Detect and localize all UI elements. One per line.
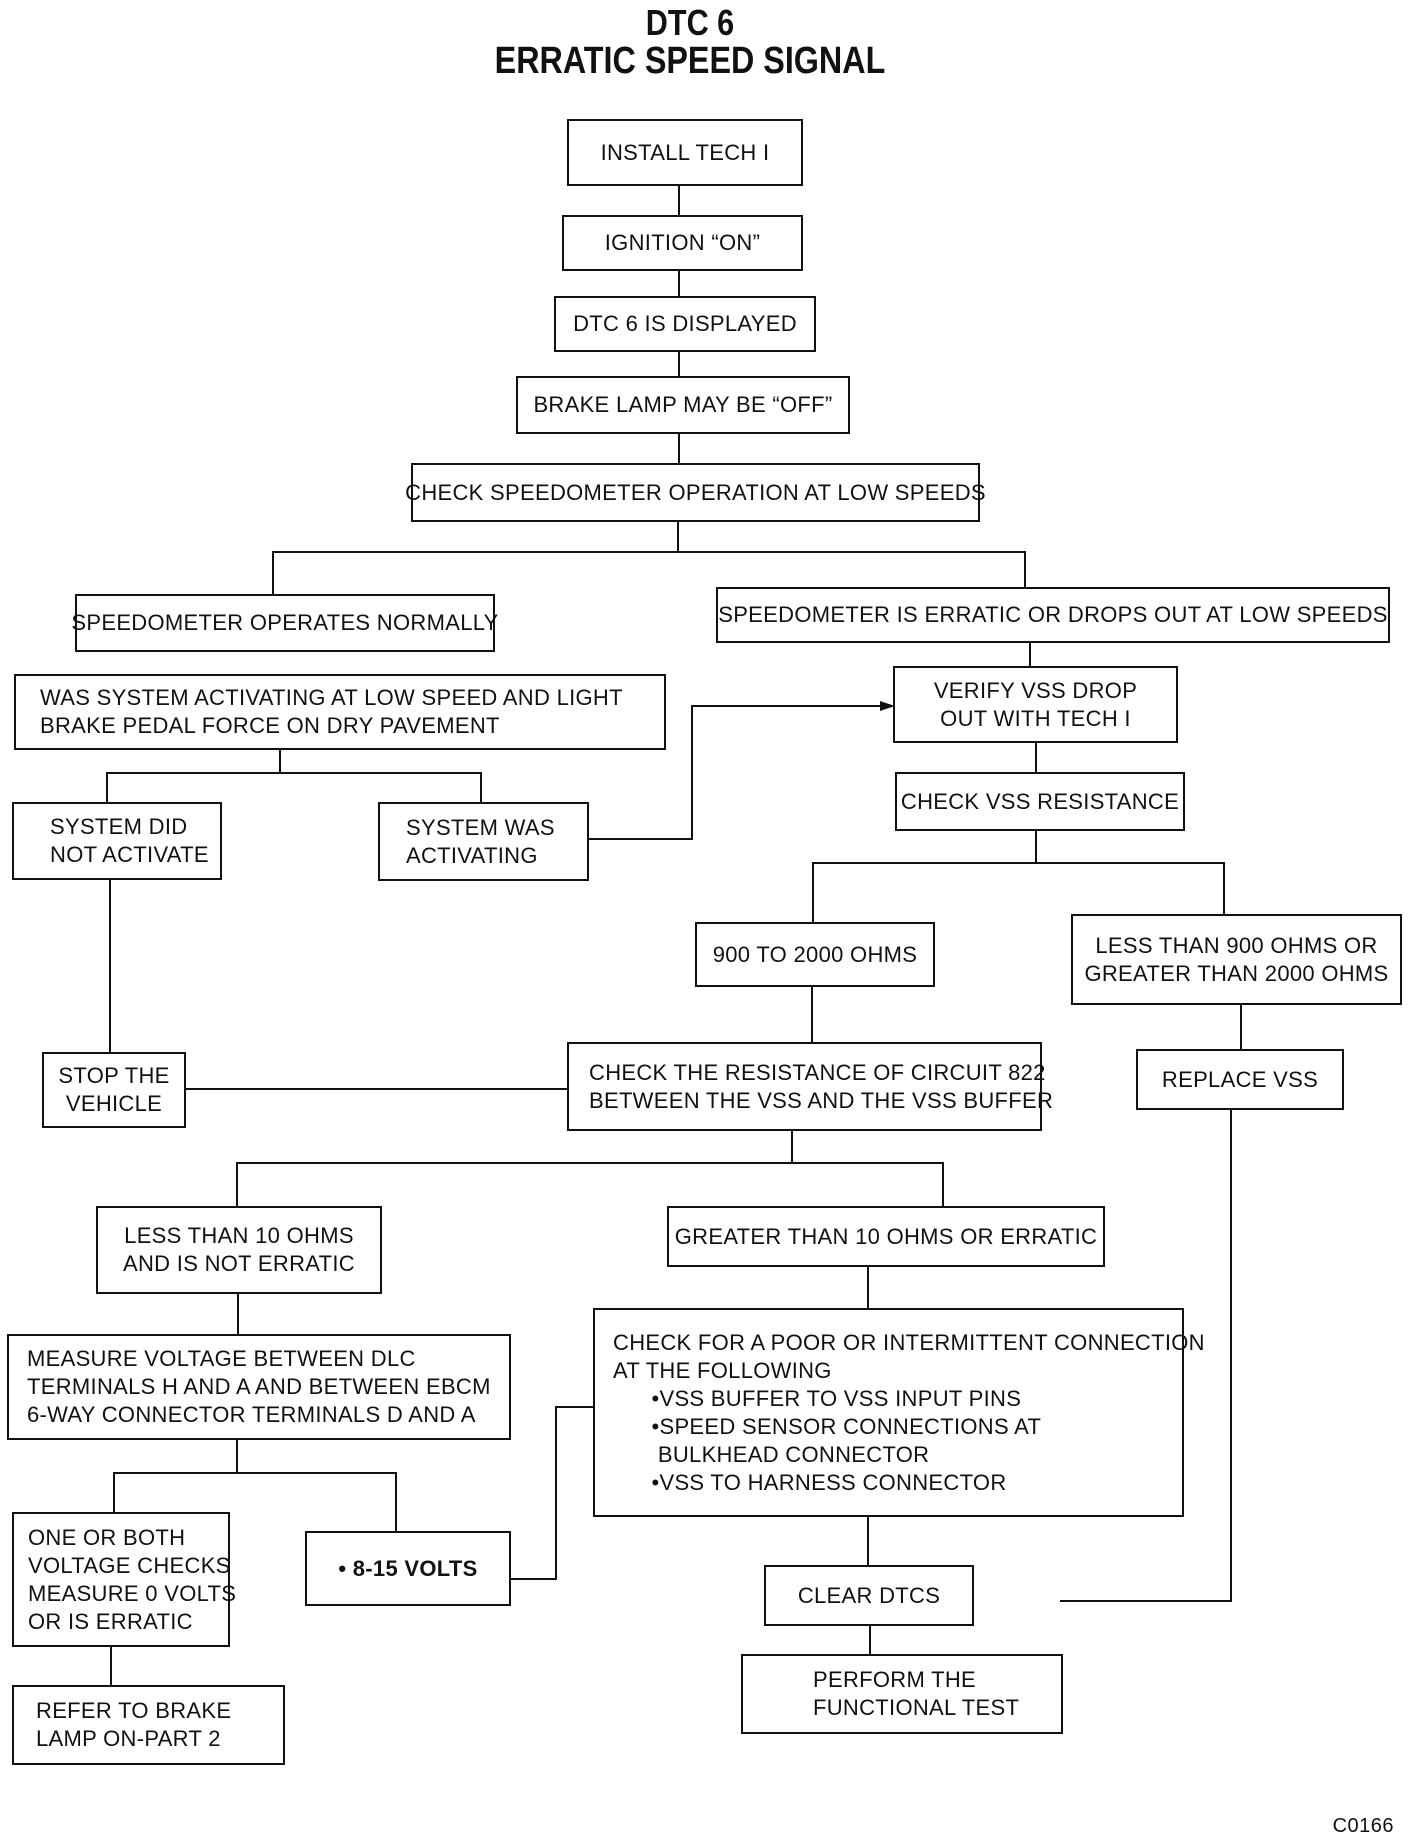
- speedometer-normal-text: SPEEDOMETER OPERATES NORMALLY: [71, 610, 499, 635]
- volts-8-15-box: • 8-15 VOLTS: [305, 1531, 511, 1606]
- clear-dtcs-text: CLEAR DTCS: [797, 1582, 941, 1608]
- verify-vss-drop-line: VERIFY VSS DROP: [933, 677, 1138, 703]
- volts-8-15-text: • 8-15 VOLTS: [338, 1555, 478, 1581]
- was-system-activating-line: WAS SYSTEM ACTIVATING AT LOW SPEED AND L…: [40, 685, 623, 710]
- brake-lamp-off-box: BRAKE LAMP MAY BE “OFF”: [516, 376, 850, 434]
- perform-functional-test-box: PERFORM THE FUNCTIONAL TEST: [741, 1654, 1063, 1734]
- one-or-both-voltage-line: VOLTAGE CHECKS: [28, 1552, 231, 1578]
- one-or-both-voltage-line: ONE OR BOTH: [28, 1524, 186, 1550]
- clear-dtcs-box: CLEAR DTCS: [764, 1565, 974, 1626]
- check-circuit-822-line: BETWEEN THE VSS AND THE VSS BUFFER: [589, 1087, 1054, 1113]
- refer-brake-lamp-line: REFER TO BRAKE: [36, 1698, 232, 1723]
- one-or-both-voltage-line: MEASURE 0 VOLTS: [28, 1580, 237, 1606]
- ignition-on-box: IGNITION “ON”: [562, 215, 803, 271]
- speedometer-normal-box: SPEEDOMETER OPERATES NORMALLY: [71, 594, 498, 652]
- ohms-out-of-range-line: LESS THAN 900 OHMS OR: [1095, 932, 1378, 958]
- was-system-activating-box: WAS SYSTEM ACTIVATING AT LOW SPEED AND L…: [14, 674, 666, 750]
- measure-voltage-box: MEASURE VOLTAGE BETWEEN DLC TERMINALS H A…: [7, 1334, 511, 1440]
- check-vss-resistance-text: CHECK VSS RESISTANCE: [900, 788, 1180, 814]
- dtc6-displayed-box: DTC 6 IS DISPLAYED: [554, 296, 816, 352]
- greater-than-10-ohms-text: GREATER THAN 10 OHMS OR ERRATIC: [674, 1223, 1098, 1249]
- check-poor-connection-line: •SPEED SENSOR CONNECTIONS AT: [613, 1413, 1042, 1439]
- system-did-not-activate-line: NOT ACTIVATE: [50, 842, 209, 867]
- refer-brake-lamp-box: REFER TO BRAKE LAMP ON-PART 2: [12, 1685, 285, 1765]
- replace-vss-box: REPLACE VSS: [1136, 1049, 1344, 1110]
- system-was-activating-line: SYSTEM WAS: [406, 814, 555, 840]
- figure-code: C0166: [1332, 1815, 1394, 1837]
- ohms-out-of-range-line: GREATER THAN 2000 OHMS: [1084, 960, 1389, 986]
- check-circuit-822-line: CHECK THE RESISTANCE OF CIRCUIT 822: [589, 1059, 1046, 1085]
- check-speedometer-text: CHECK SPEEDOMETER OPERATION AT LOW SPEED…: [405, 479, 986, 505]
- install-tech-box: INSTALL TECH I: [567, 119, 803, 186]
- less-than-10-ohms-box: LESS THAN 10 OHMS AND IS NOT ERRATIC: [96, 1206, 382, 1294]
- greater-than-10-ohms-box: GREATER THAN 10 OHMS OR ERRATIC: [667, 1206, 1105, 1267]
- less-than-10-ohms-line: LESS THAN 10 OHMS: [124, 1223, 354, 1248]
- perform-functional-test-line: PERFORM THE: [813, 1667, 977, 1692]
- install-tech-text: INSTALL TECH I: [600, 139, 770, 165]
- check-speedometer-box: CHECK SPEEDOMETER OPERATION AT LOW SPEED…: [405, 463, 986, 522]
- ohms-900-2000-box: 900 TO 2000 OHMS: [695, 922, 935, 987]
- ignition-on-text: IGNITION “ON”: [604, 230, 761, 255]
- stop-vehicle-line: STOP THE: [58, 1063, 170, 1088]
- check-poor-connection-box: CHECK FOR A POOR OR INTERMITTENT CONNECT…: [593, 1308, 1205, 1517]
- check-poor-connection-line: CHECK FOR A POOR OR INTERMITTENT CONNECT…: [613, 1329, 1205, 1355]
- system-did-not-activate-box: SYSTEM DID NOT ACTIVATE: [12, 802, 222, 880]
- one-or-both-voltage-line: OR IS ERRATIC: [28, 1608, 193, 1634]
- measure-voltage-line: MEASURE VOLTAGE BETWEEN DLC: [27, 1346, 416, 1371]
- perform-functional-test-line: FUNCTIONAL TEST: [813, 1695, 1020, 1720]
- stop-vehicle-box: STOP THE VEHICLE: [42, 1052, 186, 1128]
- stop-vehicle-line: VEHICLE: [65, 1091, 163, 1116]
- diagram-title-line2: ERRATIC SPEED SIGNAL: [494, 40, 886, 82]
- less-than-10-ohms-line: AND IS NOT ERRATIC: [123, 1251, 355, 1276]
- was-system-activating-line: BRAKE PEDAL FORCE ON DRY PAVEMENT: [40, 713, 500, 738]
- check-poor-connection-line: •VSS TO HARNESS CONNECTOR: [613, 1469, 1007, 1495]
- brake-lamp-off-text: BRAKE LAMP MAY BE “OFF”: [533, 392, 833, 417]
- check-vss-resistance-box: CHECK VSS RESISTANCE: [895, 772, 1185, 831]
- check-poor-connection-line: •VSS BUFFER TO VSS INPUT PINS: [613, 1385, 1022, 1411]
- replace-vss-text: REPLACE VSS: [1161, 1066, 1319, 1092]
- measure-voltage-line: 6-WAY CONNECTOR TERMINALS D AND A: [27, 1402, 476, 1427]
- speedometer-erratic-box: SPEEDOMETER IS ERRATIC OR DROPS OUT AT L…: [716, 587, 1390, 643]
- check-poor-connection-line: AT THE FOLLOWING: [613, 1357, 832, 1383]
- speedometer-erratic-text: SPEEDOMETER IS ERRATIC OR DROPS OUT AT L…: [718, 602, 1388, 627]
- check-poor-connection-line: BULKHEAD CONNECTOR: [613, 1441, 930, 1467]
- dtc6-displayed-text: DTC 6 IS DISPLAYED: [573, 311, 797, 336]
- ohms-900-2000-text: 900 TO 2000 OHMS: [712, 941, 918, 967]
- measure-voltage-line: TERMINALS H AND A AND BETWEEN EBCM: [27, 1374, 491, 1399]
- diagram-title-line1: DTC 6: [645, 2, 735, 43]
- system-was-activating-line: ACTIVATING: [406, 842, 538, 868]
- verify-vss-drop-line: OUT WITH TECH I: [940, 705, 1131, 731]
- refer-brake-lamp-line: LAMP ON-PART 2: [36, 1726, 221, 1751]
- system-did-not-activate-line: SYSTEM DID: [50, 814, 188, 839]
